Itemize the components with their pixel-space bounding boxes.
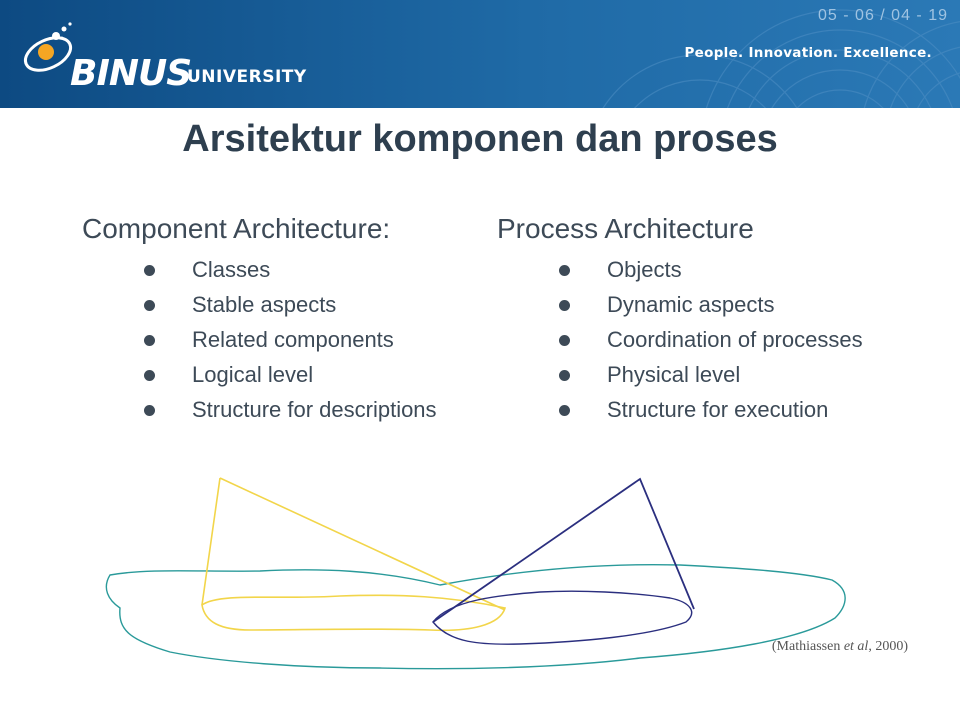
column-heading: Component Architecture: bbox=[82, 213, 391, 244]
slide-title: Arsitektur komponen dan proses bbox=[182, 118, 778, 160]
list-item: Logical level bbox=[82, 363, 472, 386]
process-architecture-column: Process Architecture Objects Dynamic asp… bbox=[497, 212, 917, 433]
bullet-icon bbox=[559, 334, 570, 346]
list-item: Structure for descriptions bbox=[82, 398, 472, 421]
process-blob bbox=[432, 590, 693, 645]
list-item-text: Classes bbox=[192, 256, 271, 282]
bullet-icon bbox=[559, 264, 570, 276]
bullet-icon bbox=[144, 334, 155, 346]
list-item-text: Objects bbox=[607, 256, 682, 282]
bullet-icon bbox=[559, 299, 570, 311]
citation-year: , 2000) bbox=[868, 639, 908, 654]
bullet-list: Objects Dynamic aspects Coordination of … bbox=[497, 258, 917, 421]
citation: (Mathiassen et al, 2000) bbox=[772, 639, 908, 655]
header-banner: BINUS UNIVERSITY 05 - 06 / 04 - 19 Peopl… bbox=[0, 0, 960, 108]
slide-number: 05 - 06 / 04 - 19 bbox=[818, 7, 948, 24]
logo-wordmark: BINUS bbox=[70, 53, 192, 94]
component-triangle bbox=[201, 477, 506, 611]
bullet-icon bbox=[144, 299, 155, 311]
citation-author: (Mathiassen bbox=[771, 639, 844, 654]
list-item: Classes bbox=[82, 258, 472, 281]
column-heading: Process Architecture bbox=[497, 213, 754, 244]
header-arc-pattern bbox=[602, 9, 960, 108]
list-item-text: Related components bbox=[192, 326, 394, 352]
component-blob bbox=[201, 594, 507, 632]
list-item: Physical level bbox=[497, 363, 917, 386]
system-outline bbox=[105, 563, 846, 670]
bullet-list: Classes Stable aspects Related component… bbox=[82, 258, 472, 421]
bullet-icon bbox=[559, 404, 570, 416]
list-item: Dynamic aspects bbox=[497, 293, 917, 316]
list-item: Coordination of processes bbox=[497, 328, 917, 351]
process-triangle bbox=[432, 477, 695, 623]
list-item: Related components bbox=[82, 328, 472, 351]
binus-logo-icon bbox=[23, 22, 73, 72]
tagline: People. Innovation. Excellence. bbox=[684, 45, 932, 61]
component-architecture-column: Component Architecture: Classes Stable a… bbox=[82, 212, 472, 433]
bullet-icon bbox=[144, 264, 155, 276]
bullet-icon bbox=[559, 369, 570, 381]
bullet-icon bbox=[144, 369, 155, 381]
list-item-text: Dynamic aspects bbox=[607, 291, 775, 317]
list-item: Stable aspects bbox=[82, 293, 472, 316]
list-item-text: Coordination of processes bbox=[607, 326, 863, 352]
list-item-text: Logical level bbox=[192, 361, 314, 387]
list-item: Structure for execution bbox=[497, 398, 917, 421]
list-item: Objects bbox=[497, 258, 917, 281]
list-item-text: Structure for execution bbox=[607, 396, 829, 422]
logo-subtext: UNIVERSITY bbox=[187, 67, 307, 87]
list-item-text: Physical level bbox=[607, 361, 741, 387]
citation-etal: et al bbox=[843, 639, 869, 654]
list-item-text: Structure for descriptions bbox=[192, 396, 437, 422]
list-item-text: Stable aspects bbox=[192, 291, 337, 317]
bullet-icon bbox=[144, 404, 155, 416]
